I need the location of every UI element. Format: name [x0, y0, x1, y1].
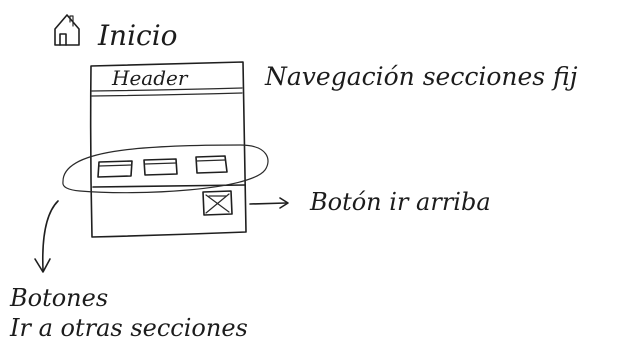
buttons-callout-arrow — [41, 200, 59, 271]
navigation-note: Navegación secciones fij — [264, 62, 578, 91]
home-icon — [54, 14, 80, 46]
section-buttons-note-line2: Ir a otras secciones — [9, 314, 248, 342]
section-button-3[interactable] — [195, 155, 228, 174]
x-box-icon[interactable] — [202, 190, 233, 216]
page-title: Inicio — [97, 19, 178, 52]
up-button-callout-arrow — [249, 202, 287, 205]
header-label: Header — [111, 66, 189, 90]
back-to-top-note: Botón ir arriba — [309, 188, 491, 216]
section-button-1[interactable] — [97, 160, 133, 178]
section-buttons — [97, 155, 228, 178]
buttons-highlight-oval — [62, 144, 269, 194]
section-buttons-note-line1: Botones — [9, 284, 108, 312]
section-button-2[interactable] — [143, 158, 178, 176]
